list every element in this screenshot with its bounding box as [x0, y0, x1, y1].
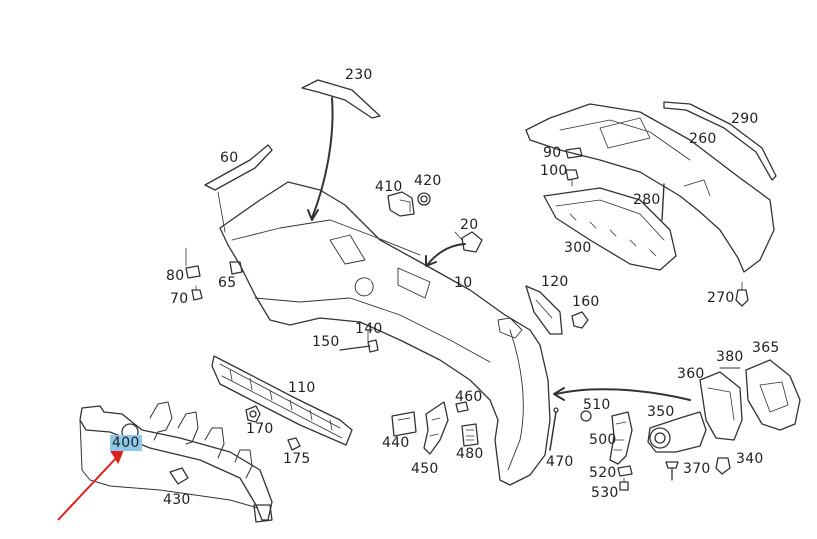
label-370: 370 — [683, 461, 711, 477]
part-230-arrow — [311, 97, 334, 219]
label-10: 10 — [454, 275, 473, 291]
label-350: 350 — [647, 404, 675, 420]
label-470: 470 — [546, 454, 574, 470]
label-170: 170 — [246, 421, 274, 437]
label-230: 230 — [345, 67, 373, 83]
label-90: 90 — [543, 145, 562, 161]
part-80-clip — [185, 265, 201, 279]
label-360: 360 — [677, 366, 705, 382]
part-20-cap — [461, 231, 483, 253]
label-450: 450 — [411, 461, 439, 477]
label-100: 100 — [540, 163, 568, 179]
part-530-screw — [619, 481, 629, 491]
assembly-arrow — [555, 388, 691, 401]
part-440-plate — [391, 411, 417, 437]
label-60: 60 — [220, 150, 239, 166]
part-270-fastener — [735, 289, 749, 307]
label-410: 410 — [375, 179, 403, 195]
part-510-nut — [580, 410, 592, 422]
label-280: 280 — [633, 192, 661, 208]
label-365: 365 — [752, 340, 780, 356]
part-480-plate — [461, 423, 479, 447]
part-230-shape — [301, 79, 381, 119]
part-65-clip — [229, 261, 243, 275]
part-10-bumper-cover — [219, 181, 551, 486]
part-430-connector — [169, 467, 189, 485]
part-60-shape — [204, 144, 273, 191]
part-300-tray — [543, 187, 677, 271]
label-70: 70 — [170, 291, 189, 307]
label-500: 500 — [589, 432, 617, 448]
part-260-panel — [525, 103, 775, 273]
label-460: 460 — [455, 389, 483, 405]
part-460-clip — [455, 401, 469, 413]
label-520: 520 — [589, 465, 617, 481]
part-170-grommet — [245, 405, 261, 423]
part-410-sensor — [387, 191, 415, 217]
part-90-clip — [565, 147, 583, 159]
label-380: 380 — [716, 349, 744, 365]
part-280-rod — [661, 183, 665, 221]
label-110: 110 — [288, 380, 316, 396]
part-175-clip — [287, 437, 301, 451]
part-110-absorber — [211, 355, 353, 446]
label-290: 290 — [731, 111, 759, 127]
part-420-ring — [417, 192, 431, 206]
label-420: 420 — [414, 173, 442, 189]
part-365-housing — [745, 359, 801, 431]
part-290-strip — [663, 101, 777, 181]
part-470-rod — [549, 411, 557, 451]
label-530: 530 — [591, 485, 619, 501]
part-500-bracket — [609, 411, 633, 465]
label-480: 480 — [456, 446, 484, 462]
label-120: 120 — [541, 274, 569, 290]
label-20: 20 — [460, 217, 479, 233]
label-140: 140 — [355, 321, 383, 337]
part-350-unit — [647, 411, 707, 453]
part-120-bracket — [525, 285, 563, 335]
part-70-clip — [191, 289, 203, 301]
label-430: 430 — [163, 492, 191, 508]
part-160-grommet — [571, 311, 589, 329]
label-260: 260 — [689, 131, 717, 147]
label-300: 300 — [564, 240, 592, 256]
part-360-housing — [699, 371, 743, 441]
part-370-bolt — [665, 461, 679, 481]
part-140-bolt — [339, 345, 371, 351]
label-65: 65 — [218, 275, 237, 291]
label-340: 340 — [736, 451, 764, 467]
label-270: 270 — [707, 290, 735, 306]
label-400-highlighted: 400 — [110, 435, 142, 451]
part-100-clip — [565, 169, 579, 181]
label-440: 440 — [382, 435, 410, 451]
part-520-clip — [617, 465, 633, 477]
label-510: 510 — [583, 397, 611, 413]
pointer-arrow — [57, 451, 124, 521]
part-340-clip — [715, 457, 731, 475]
label-160: 160 — [572, 294, 600, 310]
label-80: 80 — [166, 268, 185, 284]
label-175: 175 — [283, 451, 311, 467]
label-150: 150 — [312, 334, 340, 350]
part-450-bracket — [423, 401, 449, 455]
